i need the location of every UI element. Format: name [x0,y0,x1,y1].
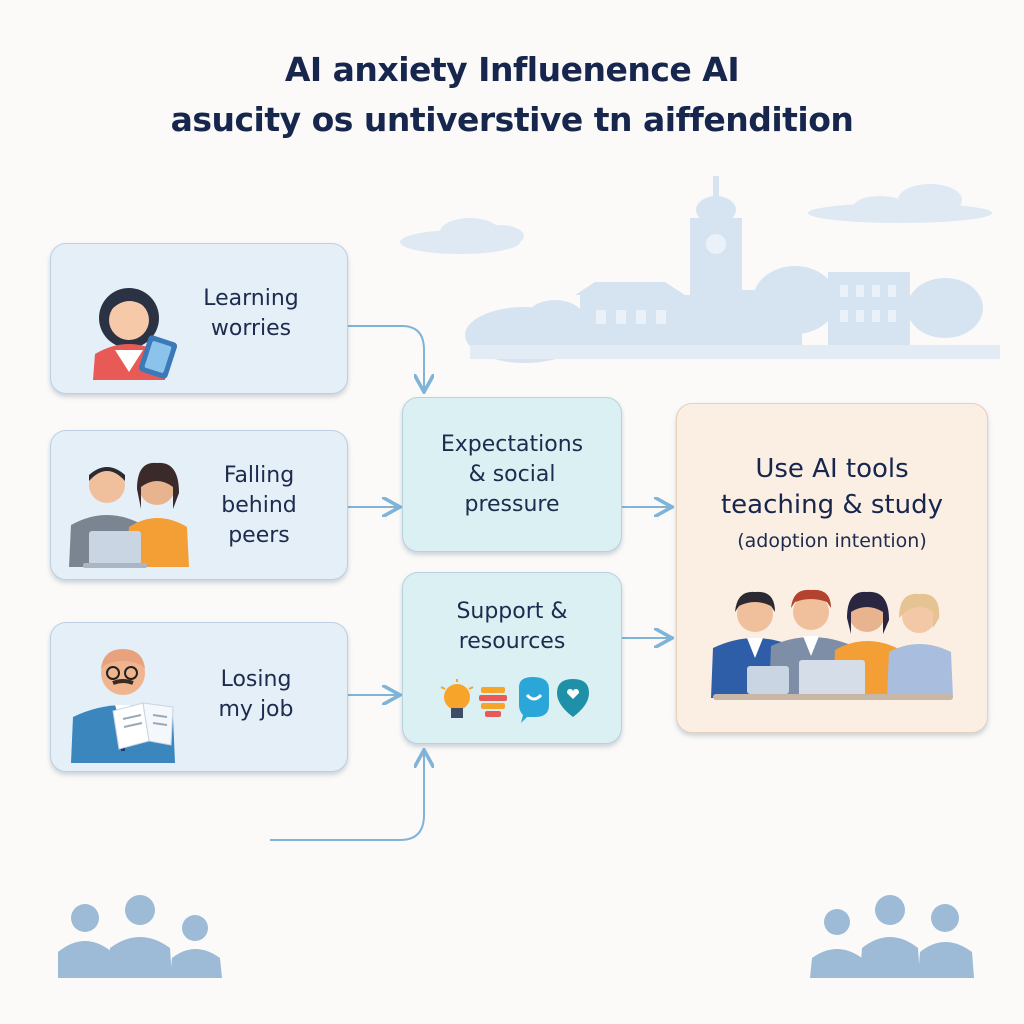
outcome-subtitle: (adoption intention) [737,530,927,552]
falling-behind-label: Falling behind peers [201,461,317,551]
falling-line1: Falling [223,463,295,488]
losing-job-label: Losing my job [201,665,311,725]
team-with-laptops-icon [711,589,953,700]
outcome-title-line2: teaching & study [720,490,943,520]
heart-pin-icon [557,679,589,717]
people-silhouettes-right [810,895,974,978]
arrow-bottom-to-support [270,752,424,841]
diagram-title-line2: asucity os untiverstive tn aiffendition [170,100,854,139]
laptop-icon [713,660,953,700]
box-adoption-intention: Use AI tools teaching & study (adoption … [676,403,988,733]
falling-line2: behind [221,493,297,518]
expectations-line2: & social [468,462,556,487]
box-expectations-social-pressure: Expectations & social pressure [402,397,622,552]
skyline-details [596,234,896,324]
support-icons-row [440,677,589,723]
peers-with-laptop-icon [69,462,189,568]
learning-line2: worries [210,316,292,341]
expectations-label: Expectations & social pressure [403,430,621,520]
box-support-resources: Support & resources [402,572,622,744]
cloud-left [400,218,524,254]
support-label: Support & resources [403,597,621,657]
diagram-title-line1: AI anxiety Influenence AI [284,50,740,89]
box-falling-behind-peers: Falling behind peers [50,430,348,580]
outcome-title-line1: Use AI tools [755,454,909,484]
people-silhouettes-left [58,895,222,978]
support-line2: resources [458,629,566,654]
lightbulb-icon [440,679,474,718]
student-with-tablet-icon [93,288,178,380]
team-member-4 [887,593,953,698]
falling-line3: peers [228,523,290,548]
books-icon [479,687,507,717]
learning-worries-label: Learning worries [191,284,311,344]
expectations-line1: Expectations [440,432,584,457]
box-learning-worries: Learning worries [50,243,348,394]
expectations-line3: pressure [464,492,560,517]
box-losing-my-job: Losing my job [50,622,348,772]
support-line1: Support & [456,599,568,624]
arrow-learning-to-expectations [346,325,424,390]
learning-line1: Learning [203,286,299,311]
professor-with-document-icon [71,649,175,763]
chat-bubble-icon [519,677,549,723]
losing-line2: my job [218,697,294,722]
cloud-right [808,184,992,223]
losing-line1: Losing [220,667,292,692]
